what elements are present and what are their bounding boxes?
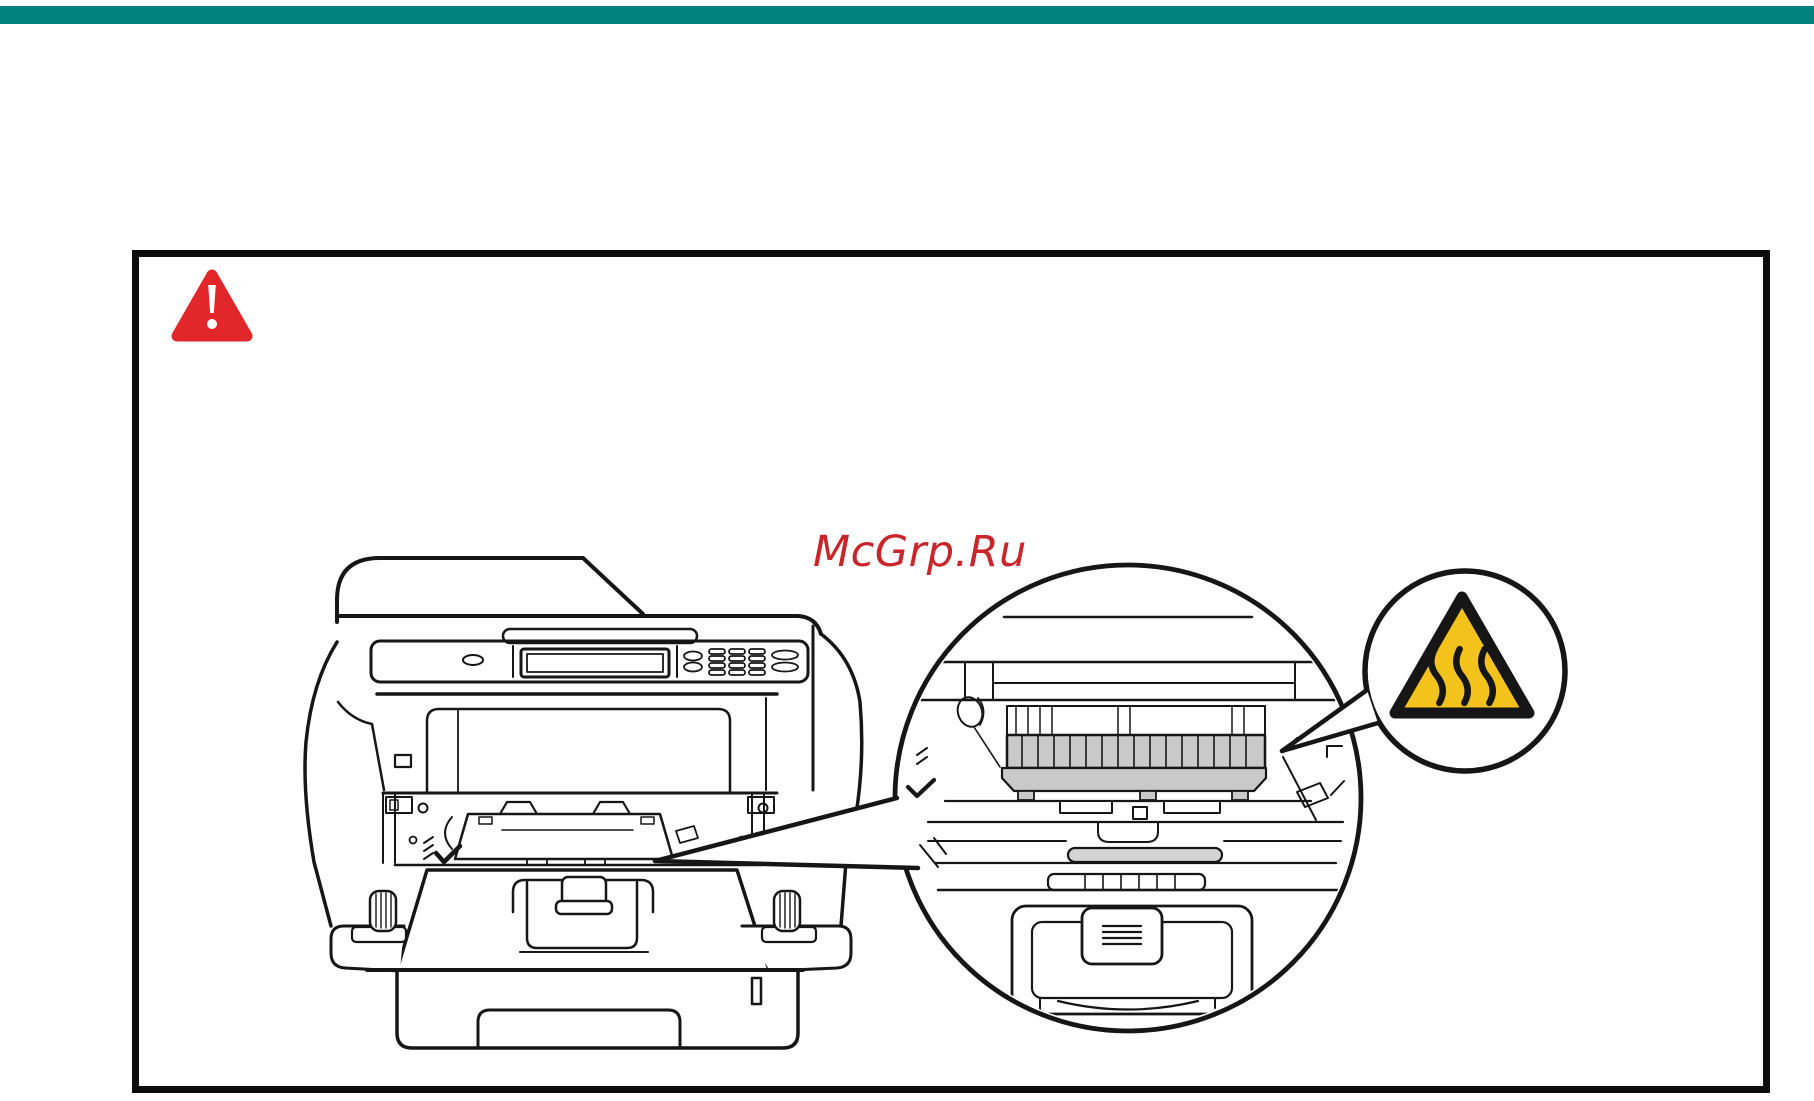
function-buttons bbox=[771, 649, 799, 673]
tray-handle-recess bbox=[476, 1008, 682, 1050]
hot-surface-circle bbox=[1362, 568, 1568, 774]
panel-band bbox=[369, 639, 810, 684]
callout-tail bbox=[1279, 687, 1381, 754]
front-recess bbox=[393, 707, 732, 794]
heat-waves-icon bbox=[1428, 645, 1496, 707]
nav-buttons bbox=[683, 650, 703, 673]
grip-lines bbox=[1101, 924, 1143, 946]
open-front-interior bbox=[381, 791, 779, 867]
fuser-unit bbox=[1000, 705, 1268, 801]
left-panel-slot bbox=[393, 753, 413, 769]
printer-illustration bbox=[303, 556, 864, 1050]
teal-header-bar bbox=[0, 6, 1814, 24]
left-hinge-knob bbox=[368, 889, 398, 933]
keypad bbox=[708, 648, 766, 676]
fuser-detail-view bbox=[899, 615, 1357, 1016]
cover-inner-detail bbox=[1010, 904, 1254, 1016]
hinges-and-flares bbox=[329, 889, 853, 973]
paper-tray-body bbox=[365, 968, 805, 1050]
fuser-roller-ribs bbox=[1005, 733, 1267, 770]
exclamation-bar bbox=[208, 285, 216, 313]
lcd-display bbox=[519, 647, 671, 679]
watermark-text: McGrp.Ru bbox=[813, 527, 1027, 577]
magnifier-circle bbox=[892, 562, 1364, 1034]
power-led bbox=[462, 654, 484, 666]
front-cover-open bbox=[395, 868, 771, 972]
exclamation-dot bbox=[207, 319, 217, 329]
control-panel bbox=[369, 627, 810, 696]
alignment-check-mark bbox=[433, 843, 463, 865]
callout-wedge bbox=[652, 795, 921, 871]
toner-cartridge-detail bbox=[926, 799, 1345, 892]
right-hinge-knob bbox=[772, 889, 802, 933]
tray-slot bbox=[750, 976, 763, 1006]
scanner-adf bbox=[303, 556, 864, 928]
lcd-inner bbox=[526, 653, 664, 673]
drum-unit bbox=[453, 800, 675, 861]
hot-surface-warning-icon bbox=[1389, 591, 1535, 719]
warning-triangle-icon bbox=[171, 269, 253, 342]
output-tray-lip bbox=[501, 627, 699, 645]
